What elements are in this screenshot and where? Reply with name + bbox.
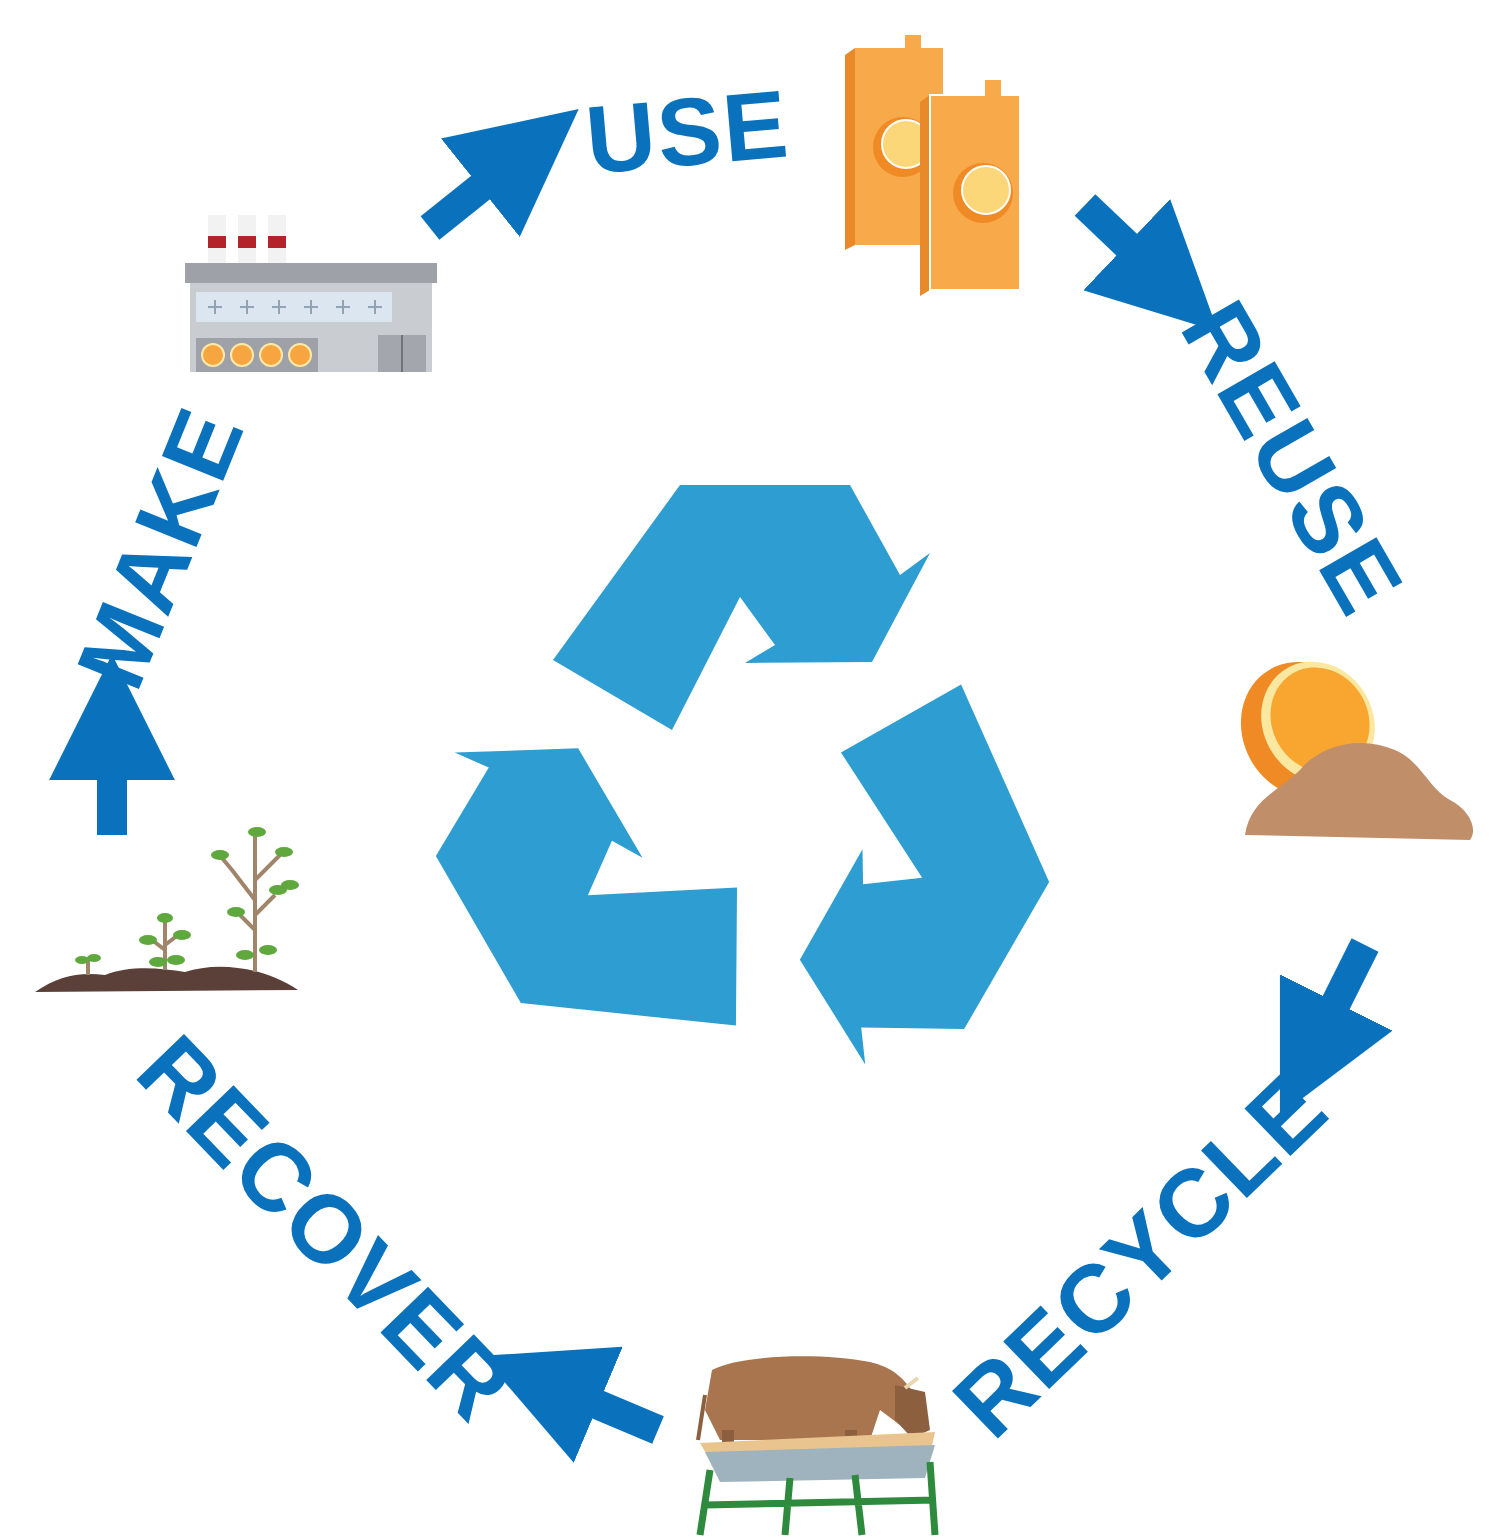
orange-slice <box>231 344 253 366</box>
leaf <box>259 945 277 955</box>
stage-label: MAKE <box>61 395 259 700</box>
leaf <box>236 950 254 960</box>
recycle-arm <box>396 664 797 1113</box>
trough-stand <box>700 1462 935 1535</box>
leaf <box>227 907 245 917</box>
cow-tail <box>698 1395 705 1440</box>
orange-slice <box>260 344 282 366</box>
chimney-band <box>238 236 256 248</box>
stage-label: RECOVER <box>121 1019 530 1437</box>
factory-window <box>196 292 392 322</box>
leaf <box>269 885 287 895</box>
leaf <box>75 956 89 964</box>
leaf <box>87 954 101 962</box>
cycle-arrow <box>1325 945 1365 1025</box>
soil <box>35 967 298 992</box>
carton-cap <box>985 80 1001 96</box>
leaf <box>248 827 266 837</box>
factory-icon <box>185 215 437 372</box>
window-crosses <box>208 300 382 314</box>
cycle-arrow <box>430 172 500 228</box>
recycle-arm <box>553 485 930 730</box>
orange-slice <box>289 344 311 366</box>
stage-label: USE <box>583 75 794 188</box>
leaf <box>173 930 191 940</box>
carton-cap <box>905 35 921 49</box>
leaf <box>149 957 167 967</box>
orange-slice <box>962 166 1010 214</box>
cow-horn <box>905 1378 918 1388</box>
cow-body <box>705 1356 918 1440</box>
conveyor-opening <box>196 338 318 372</box>
carton-front <box>930 95 1020 290</box>
cycle-arrow <box>97 755 127 835</box>
cow-head <box>895 1385 930 1438</box>
orange-slice <box>953 163 1013 223</box>
stage-label: RECYCLE <box>937 1056 1344 1453</box>
factory-body <box>190 280 432 372</box>
chimney-band <box>208 236 226 248</box>
compost-pile <box>1245 743 1473 840</box>
leaf <box>139 935 157 945</box>
cycle-arrow <box>575 1395 658 1430</box>
leaf <box>157 913 173 923</box>
growing-plants <box>35 827 299 992</box>
juice-cartons <box>845 35 1020 296</box>
recycle-arm <box>712 649 1113 1098</box>
stage-label: REUSE <box>1165 286 1419 629</box>
door-line <box>401 335 403 372</box>
plant-stem <box>222 835 280 972</box>
cycle-arrow <box>1085 205 1145 262</box>
factory-roof <box>185 263 437 283</box>
factory-door <box>378 335 426 372</box>
chimney <box>208 215 226 265</box>
leaf <box>211 850 229 860</box>
orange-compost <box>1216 638 1473 840</box>
leaf <box>275 847 293 857</box>
carton-side <box>845 48 855 250</box>
leaf <box>167 955 185 965</box>
chimney <box>268 215 286 265</box>
trough <box>705 1445 935 1482</box>
orange-slice <box>202 344 224 366</box>
chimney-band <box>268 236 286 248</box>
chimney <box>238 215 256 265</box>
cow-feeding <box>698 1356 935 1535</box>
recycle-symbol <box>396 485 1113 1113</box>
carton-side <box>920 95 930 296</box>
